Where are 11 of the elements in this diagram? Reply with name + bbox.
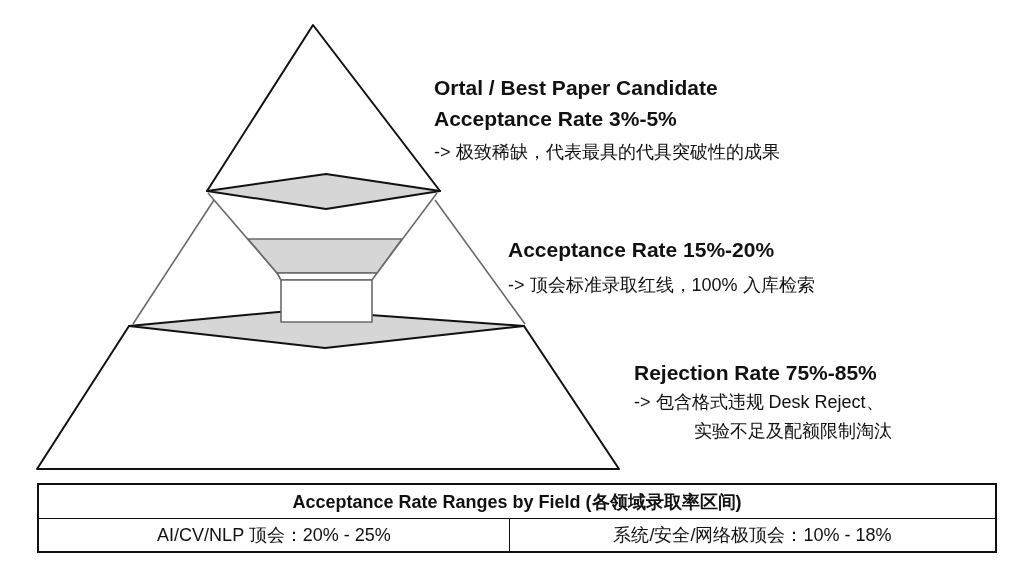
rate-heading: Rejection Rate 75%-85% [634,360,877,386]
table-cell-text: AI/CV/NLP 顶会：20% - 25% [156,524,392,547]
rate-heading: Acceptance Rate 3%-5% [434,106,677,132]
tier-note: -> 极致稀缺，代表最具的代具突破性的成果 [434,142,780,164]
tier-note: -> 顶会标准录取红线，100% 入库检索 [508,275,815,297]
pyramid-base-tier [35,308,621,471]
tier-note: -> 包含格式违规 Desk Reject、实验不足及配额限制淘汰 [634,391,893,443]
tier-heading: Ortal / Best Paper Candidate [434,75,718,101]
rate-heading: Acceptance Rate 15%-20% [508,237,775,263]
table-header: Acceptance Rate Ranges by Field (各领域录取率区间) [39,485,995,519]
table-cell: 系统/安全/网络极顶会：10% - 18% [509,519,995,551]
